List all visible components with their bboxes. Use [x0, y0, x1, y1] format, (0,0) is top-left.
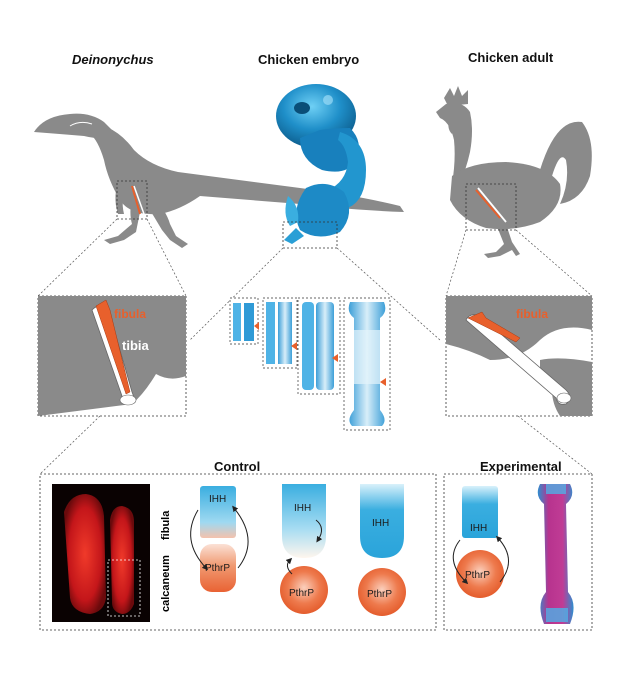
stage-4-arrow [380, 378, 386, 386]
experimental-title: Experimental [480, 459, 562, 474]
pthrp-label-a: PthrP [205, 563, 231, 574]
ihh-label-c: IHH [372, 518, 390, 529]
chicken-adult-title: Chicken adult [468, 50, 554, 65]
calcaneum-axis-label: calcaneum [160, 555, 172, 612]
deinonychus-tibia-label: tibia [122, 338, 149, 353]
experimental-panel [443, 473, 593, 631]
experimental-bone-image [537, 484, 574, 624]
control-calcaneum-c [358, 568, 406, 616]
zoom-connectors-bottom [39, 415, 593, 475]
fibula-axis-label: fibula [160, 510, 172, 540]
ihh-label-a: IHH [209, 494, 227, 505]
fluorescence-zoom-box [107, 559, 141, 617]
control-fibula-b [282, 484, 326, 558]
chicken-embryo-image [276, 84, 366, 244]
stage-2-arrow [291, 342, 297, 350]
pthrp-label-b: PthrP [289, 588, 315, 599]
control-panel [39, 473, 437, 631]
control-fibula-c [360, 484, 404, 558]
deinonychus-title: Deinonychus [72, 52, 154, 67]
pthrp-label-exp: PthrP [465, 570, 491, 581]
control-fibula-a [200, 486, 236, 538]
control-calcaneum-b [280, 566, 328, 614]
zoom-connectors-top [37, 218, 593, 341]
deinonychus-leg-zoom [37, 295, 187, 417]
rooster-silhouette [436, 86, 592, 258]
control-title: Control [214, 459, 261, 474]
stage-1-arrow [254, 322, 259, 330]
experimental-calcaneum [456, 550, 504, 598]
rooster-leg-box [465, 183, 517, 231]
rooster-tibia-label: tibia [552, 343, 579, 358]
control-calcaneum-a [200, 544, 236, 592]
experimental-fibula [462, 486, 498, 538]
deinonychus-fibula-mark [131, 185, 141, 215]
ihh-label-exp: IHH [470, 523, 488, 534]
rooster-leg-zoom [445, 295, 593, 417]
deinonychus-fibula-label: fibula [114, 307, 146, 321]
stage-3-arrow [332, 354, 338, 362]
deinonychus-leg-box [116, 180, 148, 220]
pthrp-label-c: PthrP [367, 589, 393, 600]
rooster-fibula-label: fibula [516, 307, 548, 321]
deinonychus-eye-line [69, 121, 93, 127]
ihh-label-b: IHH [294, 503, 312, 514]
chicken-embryo-title: Chicken embryo [258, 52, 360, 67]
rooster-fibula-mark [475, 189, 501, 219]
